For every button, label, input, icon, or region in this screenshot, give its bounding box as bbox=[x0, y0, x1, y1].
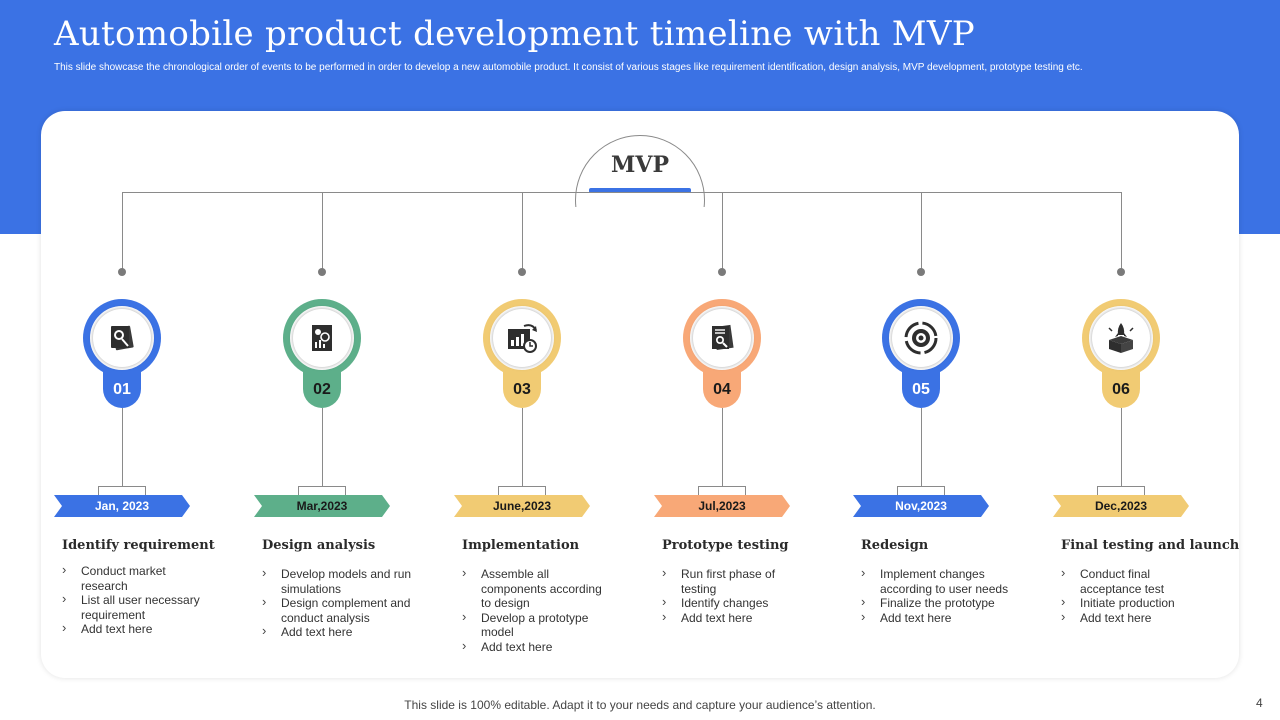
bullet-item: Add text here bbox=[662, 610, 812, 626]
date-bracket bbox=[98, 486, 146, 495]
step-title: Prototype testing bbox=[662, 538, 789, 553]
step-number-badge: 02 bbox=[303, 372, 341, 408]
bullet-item: Conduct final acceptance test bbox=[1061, 566, 1211, 596]
gear-cycle-icon bbox=[892, 309, 950, 367]
footer-note: This slide is 100% editable. Adapt it to… bbox=[404, 698, 876, 712]
timeline-connector bbox=[122, 192, 1122, 193]
mvp-label: MVP bbox=[611, 152, 669, 178]
page-number: 4 bbox=[1256, 696, 1263, 710]
step-title: Redesign bbox=[861, 538, 929, 553]
bullet-item: Develop a prototype model bbox=[462, 610, 612, 640]
bullet-item: Run first phase of testing bbox=[662, 566, 812, 596]
date-bracket bbox=[498, 486, 546, 495]
checklist-search-icon bbox=[693, 309, 751, 367]
bullet-item: List all user necessary requirement bbox=[62, 592, 212, 622]
rocket-box-icon bbox=[1092, 309, 1150, 367]
connector-dot bbox=[1117, 268, 1125, 276]
step-bullets: Develop models and run simulationsDesign… bbox=[262, 566, 412, 640]
bullet-item: Initiate production bbox=[1061, 595, 1211, 611]
bullet-item: Add text here bbox=[262, 624, 412, 640]
step-title: Final testing and launch bbox=[1061, 538, 1240, 553]
drop-line bbox=[322, 192, 323, 272]
connector-dot bbox=[518, 268, 526, 276]
step-bullets: Assemble all components according to des… bbox=[462, 566, 612, 655]
date-ribbon: Jul,2023 bbox=[654, 495, 790, 517]
chart-progress-icon bbox=[493, 309, 551, 367]
date-ribbon: Dec,2023 bbox=[1053, 495, 1189, 517]
step-bullets: Run first phase of testingIdentify chang… bbox=[662, 566, 812, 626]
date-bracket bbox=[1097, 486, 1145, 495]
mvp-underline bbox=[589, 188, 691, 193]
connector-dot bbox=[318, 268, 326, 276]
bullet-item: Conduct market research bbox=[62, 563, 212, 593]
bullet-item: Implement changes according to user need… bbox=[861, 566, 1011, 596]
drop-line bbox=[1121, 192, 1122, 272]
drop-line bbox=[722, 192, 723, 272]
drop-line bbox=[522, 192, 523, 272]
drop-line bbox=[921, 192, 922, 272]
date-ribbon: June,2023 bbox=[454, 495, 590, 517]
step-number-badge: 04 bbox=[703, 372, 741, 408]
stem-line bbox=[322, 408, 323, 486]
date-bracket bbox=[298, 486, 346, 495]
date-ribbon: Nov,2023 bbox=[853, 495, 989, 517]
connector-dot bbox=[118, 268, 126, 276]
date-bracket bbox=[897, 486, 945, 495]
stem-line bbox=[522, 408, 523, 486]
stem-line bbox=[921, 408, 922, 486]
date-ribbon: Jan, 2023 bbox=[54, 495, 190, 517]
step-title: Design analysis bbox=[262, 538, 376, 553]
date-bracket bbox=[698, 486, 746, 495]
stem-line bbox=[722, 408, 723, 486]
analysis-report-icon bbox=[293, 309, 351, 367]
bullet-item: Add text here bbox=[1061, 610, 1211, 626]
slide-title: Automobile product development timeline … bbox=[54, 14, 975, 54]
step-bullets: Implement changes according to user need… bbox=[861, 566, 1011, 626]
connector-dot bbox=[718, 268, 726, 276]
document-search-icon bbox=[93, 309, 151, 367]
step-number-badge: 01 bbox=[103, 372, 141, 408]
step-number-badge: 06 bbox=[1102, 372, 1140, 408]
bullet-item: Identify changes bbox=[662, 595, 812, 611]
stem-line bbox=[1121, 408, 1122, 486]
step-number-badge: 05 bbox=[902, 372, 940, 408]
connector-dot bbox=[917, 268, 925, 276]
slide-subtitle: This slide showcase the chronological or… bbox=[54, 62, 1083, 73]
step-title: Implementation bbox=[462, 538, 580, 553]
bullet-item: Finalize the prototype bbox=[861, 595, 1011, 611]
bullet-item: Add text here bbox=[62, 621, 212, 637]
drop-line bbox=[122, 192, 123, 272]
bullet-item: Develop models and run simulations bbox=[262, 566, 412, 596]
bullet-item: Add text here bbox=[462, 639, 612, 655]
date-ribbon: Mar,2023 bbox=[254, 495, 390, 517]
stem-line bbox=[122, 408, 123, 486]
bullet-item: Add text here bbox=[861, 610, 1011, 626]
step-number-badge: 03 bbox=[503, 372, 541, 408]
bullet-item: Assemble all components according to des… bbox=[462, 566, 612, 611]
bullet-item: Design complement and conduct analysis bbox=[262, 595, 412, 625]
step-title: Identify requirement bbox=[62, 538, 215, 553]
step-bullets: Conduct market researchList all user nec… bbox=[62, 563, 212, 637]
step-bullets: Conduct final acceptance testInitiate pr… bbox=[1061, 566, 1211, 626]
